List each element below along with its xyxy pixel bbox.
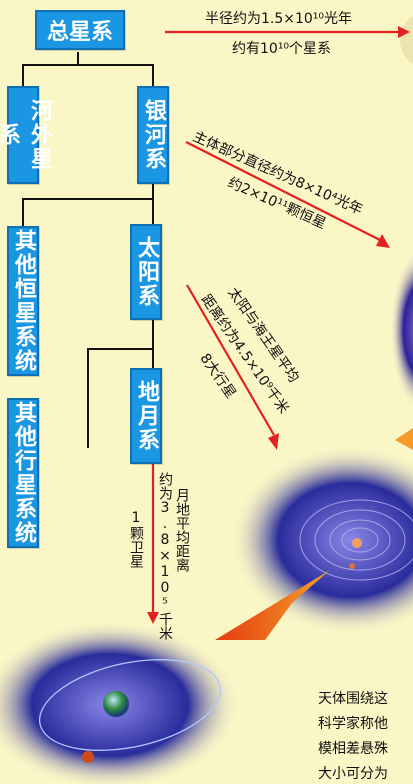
body-text-line: 天体围绕这 — [318, 691, 388, 707]
annotation-earthmoon-distance: 月地平均距离 — [174, 488, 190, 572]
box-solar-system: 太阳系 — [130, 224, 162, 320]
body-text-line: 大小可分为 — [318, 766, 388, 782]
box-earth-moon: 地月系 — [130, 368, 162, 464]
box-other-planets: 其他行星系统 — [7, 398, 39, 548]
annotation-galaxy-count: 约有10¹⁰个星系 — [232, 41, 332, 57]
connector — [152, 64, 154, 86]
connector — [87, 348, 89, 448]
connector — [87, 348, 154, 350]
box-milky-way: 银河系 — [137, 86, 169, 184]
connector — [22, 198, 154, 200]
annotation-radius: 半径约为1.5×10¹⁰光年 — [205, 11, 353, 27]
annotation-earthmoon-distance-value: 约为3.8×10⁵千米 — [157, 472, 173, 640]
connector — [152, 320, 154, 368]
connector — [22, 64, 24, 86]
connector — [77, 52, 79, 66]
annotation-satellite: 1颗卫星 — [128, 510, 144, 568]
body-text-line: 科学家称他 — [318, 716, 388, 732]
connector — [22, 198, 24, 226]
box-extragalactic: 河外星系 — [0, 86, 52, 184]
box-other-stars: 其他恒星系统 — [7, 226, 39, 376]
connector — [22, 64, 154, 66]
body-text-line: 模相差悬殊 — [318, 741, 388, 757]
connector — [152, 184, 154, 224]
box-total-galaxy-system: 总星系 — [35, 10, 125, 50]
